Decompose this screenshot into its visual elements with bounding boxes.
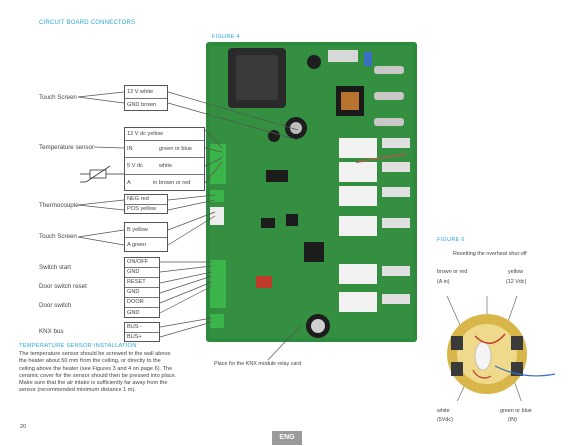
temp-row-in: IN green or blue xyxy=(125,141,204,158)
temp-header: 12 V dc yellow xyxy=(125,128,204,141)
label-knx-bus: KNX bus xyxy=(39,328,64,335)
io-reset: RESET xyxy=(125,278,159,288)
label-door-switch-reset: Door switch reset xyxy=(39,283,87,290)
io-gnd-2: GND xyxy=(125,288,159,298)
install-line: The temperature sensor should be screwed… xyxy=(19,351,171,357)
touch2-pin-a: A green xyxy=(127,242,147,248)
temp-pin-a: A xyxy=(127,180,131,186)
touch1-pin-12v: 12 V white xyxy=(125,86,167,99)
fig6-white-label: white xyxy=(437,408,450,414)
touch2-pin-b: B yellow xyxy=(125,223,167,238)
fig6-green-label: green or blue xyxy=(500,408,532,414)
figure4-label: FIGURE 4 xyxy=(212,34,240,40)
temp-pin-5v: 5 V dc xyxy=(127,163,143,169)
figure6-label: FIGURE 6 xyxy=(437,237,465,243)
fig6-brown-label: brown or red xyxy=(437,269,468,275)
temp-row-a: A in brown or red xyxy=(125,175,204,192)
label-touch-screen-1: Touch Screen xyxy=(39,94,77,101)
touch-screen-2-box: B yellow A green xyxy=(124,222,168,252)
knx-bus-plus: BUS+ xyxy=(127,334,142,340)
fig6-yellow-sub: (12 Vdc) xyxy=(506,279,527,285)
temp-pin-in: IN xyxy=(127,146,133,152)
label-touch-screen-2: Touch Screen xyxy=(39,233,77,240)
temp-row-5v: 5 V dc white xyxy=(125,158,204,175)
io-door: DOOR xyxy=(125,298,159,308)
fig6-green-sub: (IN) xyxy=(508,417,517,423)
install-line: ceramic cover for the sensor should then… xyxy=(19,372,177,379)
io-terminal-box: ON/OFF GND RESET GND DOOR GND xyxy=(124,257,160,318)
temp-color-5v: white xyxy=(159,163,173,169)
section-title: CIRCUIT BOARD CONNECTORS xyxy=(39,20,136,26)
label-temperature-sensor: Temperature sensor xyxy=(39,144,95,151)
install-line: ceiling above the heater (see Figures 3 … xyxy=(19,365,173,372)
temp-color-in: green or blue xyxy=(159,146,192,152)
install-line: Make sure that the air intake is suffici… xyxy=(19,380,168,387)
page-number: 20 xyxy=(20,424,26,430)
io-on-off: ON/OFF xyxy=(125,258,159,268)
thermocouple-box: NEG red POS yellow xyxy=(124,194,168,214)
install-title: TEMPERATURE SENSOR INSTALLATION xyxy=(19,343,137,349)
install-line: sensor (recommended minimum distance 1 m… xyxy=(19,387,136,394)
touch1-pin-gnd: GND brown xyxy=(127,102,157,108)
fig6-white-sub: (5Vdc) xyxy=(437,417,453,423)
fig6-brown-sub: (A in) xyxy=(437,279,450,285)
fig6-yellow-label: yellow xyxy=(508,269,523,275)
label-door-switch: Door switch xyxy=(39,302,72,309)
io-gnd-3: GND xyxy=(127,310,140,316)
knx-module-note: Place for the KNX module relay card xyxy=(214,361,302,367)
sensor-photo-image xyxy=(446,296,556,401)
thermo-neg: NEG red xyxy=(125,195,167,205)
touch-screen-1-box: 12 V white GND brown xyxy=(124,85,168,111)
thermo-pos: POS yellow xyxy=(127,206,156,212)
knx-bus-minus: BUS - xyxy=(125,323,159,333)
temp-color-a: in brown or red xyxy=(153,180,191,186)
knx-bus-box: BUS - BUS+ xyxy=(124,322,160,342)
io-gnd-1: GND xyxy=(125,268,159,278)
fig6-reset-label: Resetting the overheat shut-off xyxy=(453,251,527,257)
install-paragraph: The temperature sensor should be screwed… xyxy=(19,351,209,395)
thermistor-symbol-icon xyxy=(80,165,124,183)
language-badge: ENG xyxy=(272,431,302,445)
install-line: the heater about 50 mm from the ceiling,… xyxy=(19,358,161,365)
temperature-sensor-box: 12 V dc yellow IN green or blue 5 V dc w… xyxy=(124,127,205,191)
label-thermocouple: Thermocouple xyxy=(39,202,79,209)
label-switch-start: Switch start xyxy=(39,264,71,271)
